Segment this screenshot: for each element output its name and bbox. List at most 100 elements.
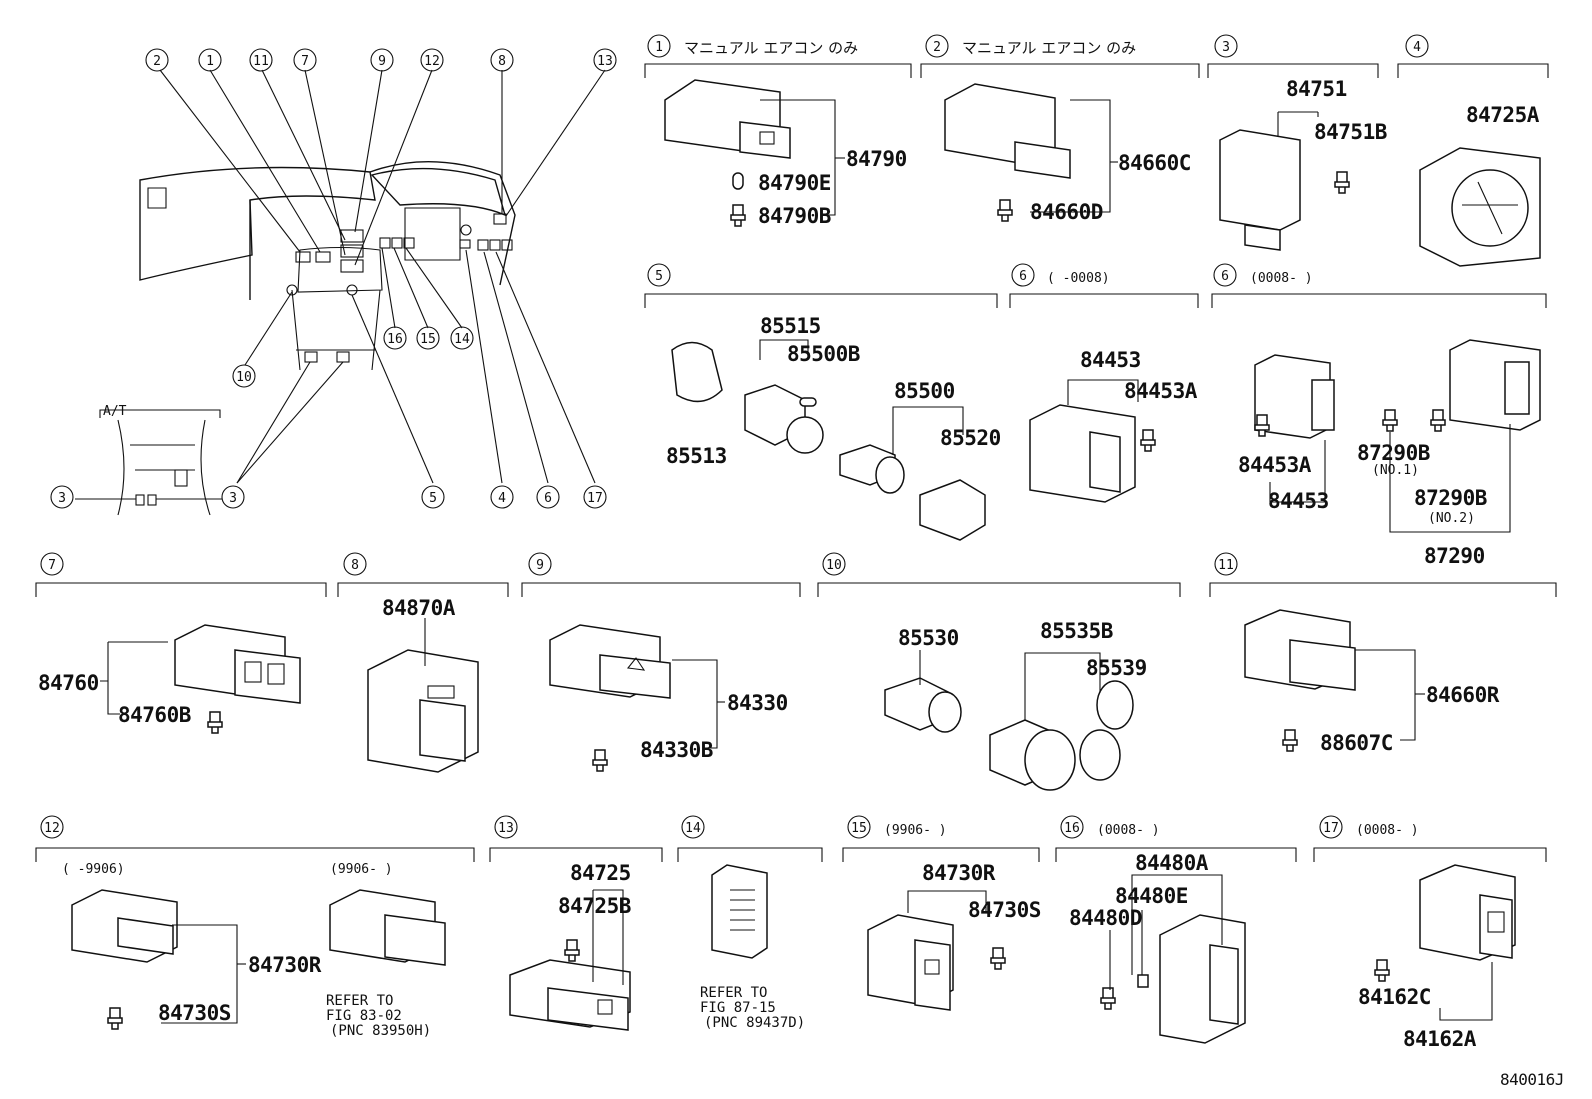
section-8: 8 84870A xyxy=(337,552,509,773)
svg-text:12: 12 xyxy=(44,821,60,836)
section-9: 9 84330 84330B xyxy=(521,552,801,772)
ref-label: 10 xyxy=(236,370,252,385)
section-title: (0008- ) xyxy=(1097,823,1160,838)
svg-text:6: 6 xyxy=(1221,269,1229,284)
svg-text:3: 3 xyxy=(1222,40,1230,55)
section-6a: 6 ( -0008) 84453 84453A xyxy=(1009,263,1199,503)
ref-label: 13 xyxy=(597,54,613,69)
part-number: 84730S xyxy=(158,1001,231,1025)
part-number: 84870A xyxy=(382,596,456,620)
ref-label: 2 xyxy=(153,54,161,69)
section-title: ( -0008) xyxy=(1047,271,1110,286)
part-number: 85530 xyxy=(898,626,959,650)
section-5: 5 85515 85500B 85513 85500 85520 xyxy=(644,263,1001,541)
part-number: 84660R xyxy=(1426,683,1500,707)
section-6b: 6 (0008- ) 84453A 84453 87290B (NO.1) 87… xyxy=(1211,263,1547,568)
part-number: 88607C xyxy=(1320,731,1393,755)
ref-label: 12 xyxy=(424,54,440,69)
part-number: 84453A xyxy=(1238,453,1312,477)
section-1: 1 マニュアル エアコン のみ 84790 84790E 84790B xyxy=(644,34,912,228)
part-number: 85520 xyxy=(940,426,1001,450)
part-note: (NO.1) xyxy=(1372,463,1419,478)
svg-text:17: 17 xyxy=(1323,821,1339,836)
section-title: (9906- ) xyxy=(884,823,947,838)
part-number: 84751 xyxy=(1286,77,1347,101)
part-number: 84453A xyxy=(1124,379,1198,403)
part-number: 84660C xyxy=(1118,151,1191,175)
part-number: 85539 xyxy=(1086,656,1147,680)
section-11: 11 84660R 88607C xyxy=(1209,552,1557,755)
section-16: 16 (0008- ) 84480A 84480E 84480D xyxy=(1055,815,1297,1044)
refer-note: FIG 87-15 xyxy=(700,1000,776,1016)
section-title: (0008- ) xyxy=(1356,823,1419,838)
refer-note: REFER TO xyxy=(700,985,767,1001)
section-7: 7 84760 84760B xyxy=(35,552,327,734)
ref-label: 1 xyxy=(206,54,214,69)
svg-text:13: 13 xyxy=(498,821,514,836)
at-label: A/T xyxy=(103,404,127,419)
ref-label: 14 xyxy=(454,332,470,347)
svg-text:10: 10 xyxy=(826,558,842,573)
svg-text:8: 8 xyxy=(351,558,359,573)
ref-label: 16 xyxy=(387,332,403,347)
svg-text:7: 7 xyxy=(48,558,56,573)
part-number: 84760 xyxy=(38,671,99,695)
ref-label: 17 xyxy=(587,491,603,506)
part-number: 84725B xyxy=(558,894,631,918)
part-number: 84162C xyxy=(1358,985,1431,1009)
ref-label: 7 xyxy=(301,54,309,69)
part-number: 84480D xyxy=(1069,906,1142,930)
section-13: 13 84725 84725B xyxy=(489,815,663,1031)
part-number: 84330B xyxy=(640,738,713,762)
part-number: 84730R xyxy=(248,953,322,977)
overview-ref-labels: 2 1 11 7 9 12 8 13 10 16 15 14 3 5 4 6 1… xyxy=(50,48,617,509)
refer-note: REFER TO xyxy=(326,993,393,1009)
part-number: 84725 xyxy=(570,861,631,885)
svg-text:6: 6 xyxy=(1019,269,1027,284)
part-number: 84790E xyxy=(758,171,831,195)
part-number: 84730S xyxy=(968,898,1041,922)
part-number: 84760B xyxy=(118,703,191,727)
part-number: 85500 xyxy=(894,379,955,403)
part-number: 84790B xyxy=(758,204,831,228)
part-number: 85535B xyxy=(1040,619,1113,643)
svg-text:2: 2 xyxy=(933,40,941,55)
svg-text:9: 9 xyxy=(536,558,544,573)
svg-text:4: 4 xyxy=(1413,40,1421,55)
section-12: 12 ( -9906) (9906- ) 84730R 84730S REFER… xyxy=(35,815,475,1039)
part-number: 85515 xyxy=(760,314,821,338)
section-2: 2 マニュアル エアコン のみ 84660C 84660D xyxy=(920,34,1200,224)
ref-label: 15 xyxy=(420,332,436,347)
ref-label: 3 xyxy=(229,491,237,506)
refer-note: FIG 83-02 xyxy=(326,1008,402,1024)
section-14: 14 REFER TO FIG 87-15 (PNC 89437D) xyxy=(677,815,823,1031)
ref-label: 6 xyxy=(544,491,552,506)
part-number: 84480A xyxy=(1135,851,1209,875)
section-3: 3 84751 84751B xyxy=(1207,34,1387,251)
part-number: 84725A xyxy=(1466,103,1540,127)
section-17: 17 (0008- ) 84162C 84162A xyxy=(1313,815,1547,1051)
refer-note: (PNC 83950H) xyxy=(330,1023,431,1039)
svg-text:1: 1 xyxy=(655,40,663,55)
ref-label: 9 xyxy=(378,54,386,69)
part-number: 84453 xyxy=(1268,489,1329,513)
ref-label: 11 xyxy=(253,54,269,69)
part-number: 84162A xyxy=(1403,1027,1477,1051)
part-number: 84660D xyxy=(1030,200,1103,224)
part-number: 84480E xyxy=(1115,884,1188,908)
section-subtitle: ( -9906) xyxy=(62,862,125,877)
part-number: 84730R xyxy=(922,861,996,885)
section-15: 15 (9906- ) 84730R 84730S xyxy=(842,815,1041,1011)
ref-label: 4 xyxy=(498,491,506,506)
ref-label: 8 xyxy=(498,54,506,69)
part-number: 84751B xyxy=(1314,120,1387,144)
part-number: 84790 xyxy=(846,147,907,171)
part-number: 85500B xyxy=(787,342,860,366)
part-number: 87290B xyxy=(1414,486,1487,510)
part-number: 87290B xyxy=(1357,441,1430,465)
section-title: マニュアル エアコン のみ xyxy=(962,39,1136,57)
svg-text:5: 5 xyxy=(655,269,663,284)
refer-note: (PNC 89437D) xyxy=(704,1015,805,1031)
ref-label: 3 xyxy=(58,491,66,506)
